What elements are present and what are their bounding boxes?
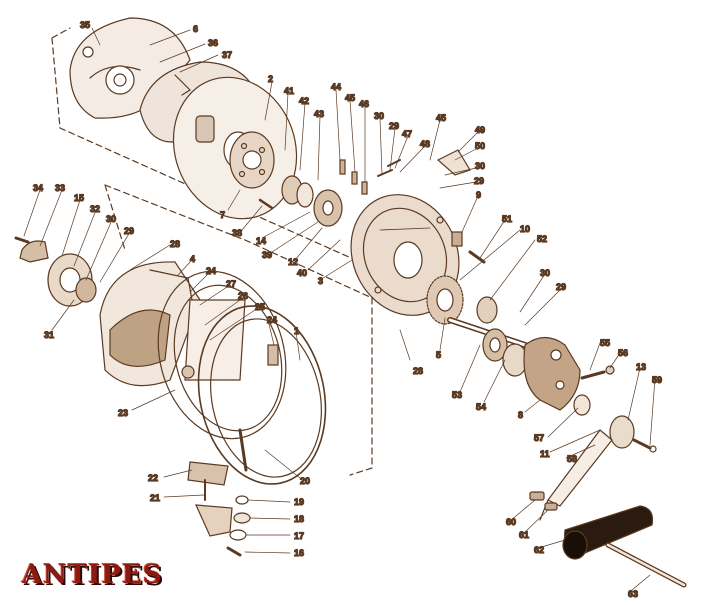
callout-9: 9 [476, 190, 481, 200]
callout-29b: 29 [474, 176, 484, 186]
small-stud-lower-part [529, 491, 558, 511]
callout-5: 5 [436, 350, 441, 360]
callout-44: 44 [331, 82, 341, 92]
callout-23: 23 [118, 408, 128, 418]
fittings-part [436, 149, 486, 264]
callout-29a: 29 [389, 121, 399, 131]
dashed-enclosure-upper [51, 27, 361, 263]
callout-24b: 24 [267, 315, 277, 325]
callout-15: 15 [74, 193, 84, 203]
callout-labels: 35 6 36 37 2 41 42 43 44 45 46 30 29 47 … [32, 19, 662, 599]
callout-63: 63 [628, 589, 638, 599]
callout-43: 43 [314, 109, 324, 119]
callout-62: 62 [534, 545, 544, 555]
callout-29c: 29 [124, 226, 134, 236]
callout-31: 31 [44, 330, 54, 340]
callout-48: 48 [420, 139, 430, 149]
bearing-set-part [476, 296, 528, 377]
callout-10: 10 [520, 224, 530, 234]
callout-28b: 28 [413, 366, 423, 376]
callout-14: 14 [256, 236, 266, 246]
callout-51a: 51 [502, 214, 512, 224]
handle-part [562, 505, 687, 588]
callout-47: 47 [402, 129, 412, 139]
callout-36: 36 [208, 38, 218, 48]
callout-17: 17 [294, 531, 304, 541]
callout-21: 21 [150, 493, 160, 503]
callout-22: 22 [148, 473, 158, 483]
crank-body-part [523, 336, 581, 411]
brand-logo: ANTIPES [22, 560, 163, 590]
callout-1: 1 [294, 326, 299, 336]
callout-3: 3 [318, 276, 323, 286]
callout-49: 49 [475, 125, 485, 135]
callout-39: 39 [262, 250, 272, 260]
callout-19: 19 [294, 497, 304, 507]
hub-part [229, 131, 275, 189]
callout-50: 50 [475, 141, 485, 151]
callout-18: 18 [294, 514, 304, 524]
callout-58: 58 [567, 454, 577, 464]
callout-20: 20 [300, 476, 310, 486]
callout-7: 7 [220, 210, 225, 220]
callout-46: 46 [359, 99, 369, 109]
callout-42: 42 [299, 96, 309, 106]
callout-30c: 30 [106, 214, 116, 224]
callout-38: 38 [232, 228, 242, 238]
callout-12: 12 [288, 257, 298, 267]
callout-24a: 24 [206, 266, 216, 276]
bolt-set-right-part [580, 365, 657, 453]
callout-8: 8 [518, 410, 523, 420]
callout-25: 25 [255, 302, 265, 312]
left-bracket-part [14, 236, 97, 307]
callout-30d: 30 [540, 268, 550, 278]
callout-27: 27 [226, 279, 236, 289]
outer-ring-part [197, 305, 327, 485]
callout-55: 55 [600, 338, 610, 348]
callout-53: 53 [452, 390, 462, 400]
callout-35: 35 [80, 20, 90, 30]
callout-26: 26 [238, 291, 248, 301]
crank-arm-part [539, 394, 613, 521]
callout-34: 34 [33, 183, 43, 193]
callout-57: 57 [534, 433, 544, 443]
lower-mount-part [187, 461, 251, 557]
callout-30b: 30 [475, 161, 485, 171]
callout-29d: 29 [556, 282, 566, 292]
callout-4: 4 [190, 254, 195, 264]
callout-30a: 30 [374, 111, 384, 121]
callout-60: 60 [506, 517, 516, 527]
callout-6: 6 [193, 24, 198, 34]
callout-45a: 45 [345, 93, 355, 103]
callout-37: 37 [222, 50, 232, 60]
callout-52: 52 [537, 234, 547, 244]
callout-45b: 45 [436, 113, 446, 123]
callout-28a: 28 [170, 239, 180, 249]
callout-56: 56 [618, 348, 628, 358]
callout-41: 41 [284, 86, 294, 96]
callout-54: 54 [476, 402, 486, 412]
callout-16: 16 [294, 548, 304, 558]
callout-33: 33 [55, 183, 65, 193]
gear-part [426, 275, 464, 325]
callout-32: 32 [90, 204, 100, 214]
callout-11: 11 [540, 449, 550, 459]
callout-59: 59 [652, 375, 662, 385]
callout-13: 13 [636, 362, 646, 372]
callout-61: 61 [519, 530, 529, 540]
spacer-stack-part [258, 175, 343, 227]
stud-set-part [339, 159, 401, 195]
callout-40: 40 [297, 268, 307, 278]
leader-lines [23, 27, 656, 591]
callout-2: 2 [268, 74, 273, 84]
